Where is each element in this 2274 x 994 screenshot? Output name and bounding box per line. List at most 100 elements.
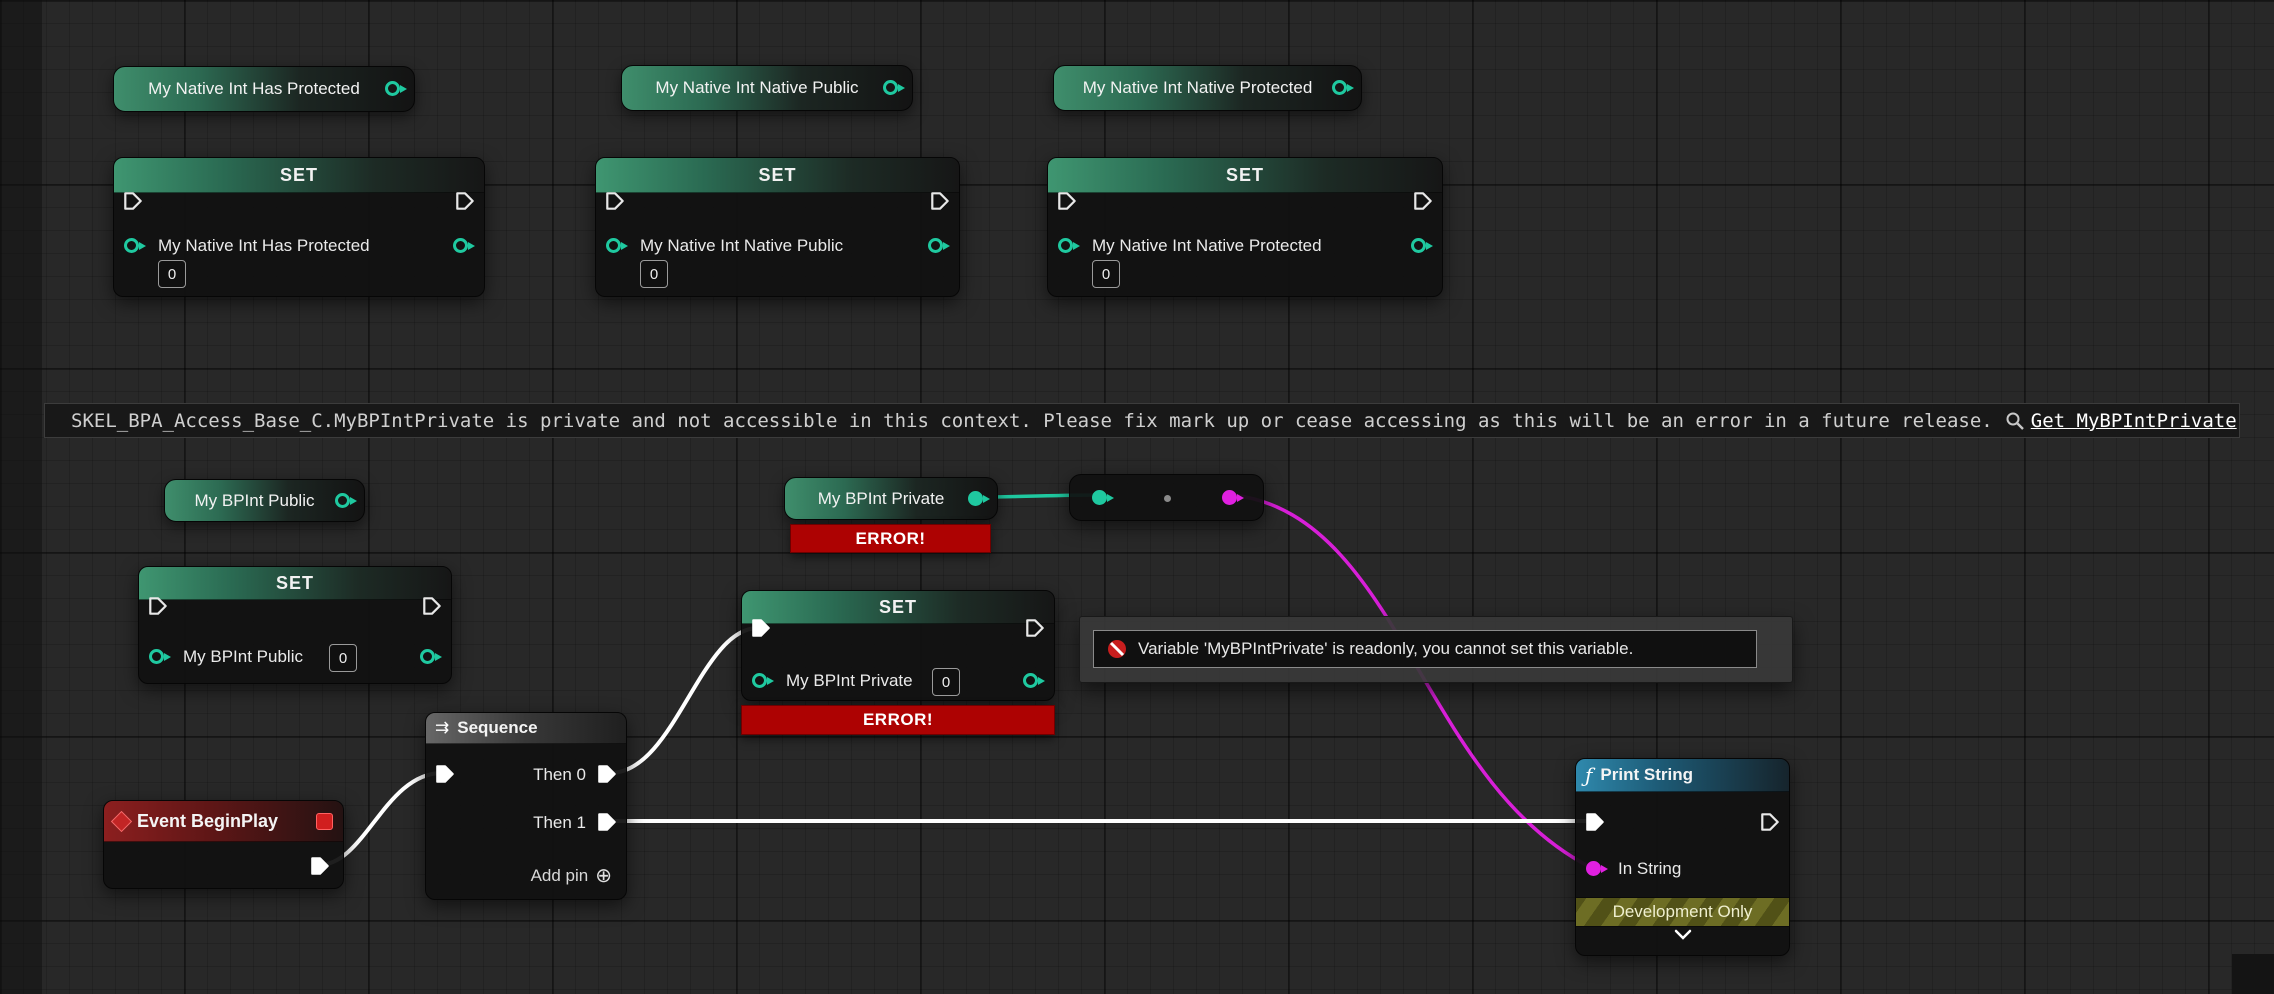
warning-action-label: Get MyBPIntPrivate [2030, 409, 2237, 432]
node-header: Event BeginPlay [104, 801, 343, 842]
no-entry-icon [1108, 640, 1126, 658]
error-text: ERROR! [862, 710, 934, 729]
node-header: ƒ Print String [1576, 759, 1789, 792]
warning-action-link[interactable]: Get MyBPIntPrivate [2005, 410, 2237, 432]
exec-input-pin[interactable] [147, 595, 169, 617]
int-value-field[interactable]: 0 [329, 644, 357, 672]
variable-name: My BPInt Public [194, 490, 315, 510]
exec-output-pin-then1[interactable] [596, 811, 618, 833]
int-input-pin[interactable] [1092, 490, 1114, 505]
pin-label: My Native Int Has Protected [158, 236, 370, 255]
pin-label: My Native Int Native Protected [1092, 236, 1322, 255]
add-pin-label: Add pin [530, 865, 589, 885]
int-output-pin[interactable] [385, 81, 407, 96]
node-title: SET [1225, 164, 1264, 185]
add-pin-icon: ⊕ [595, 865, 612, 887]
int-output-pin[interactable] [453, 238, 475, 253]
exec-input-pin[interactable] [434, 763, 456, 785]
int-value-field[interactable]: 0 [932, 668, 960, 696]
pin-label-then1: Then 1 [533, 813, 586, 832]
node-get-my-bpint-private[interactable]: My BPInt Private [784, 477, 998, 520]
exec-output-pin[interactable] [929, 190, 951, 212]
node-event-beginplay[interactable]: Event BeginPlay [103, 800, 344, 889]
error-banner: ERROR! [741, 705, 1055, 735]
pin-label: My Native Int Native Public [640, 236, 844, 255]
readonly-tooltip-message-box: Variable 'MyBPIntPrivate' is readonly, y… [1093, 630, 1757, 668]
variable-name: My BPInt Private [817, 488, 945, 508]
node-set-my-native-int-native-protected[interactable]: SET My Native Int Native Protected 0 [1047, 157, 1443, 297]
function-icon: ƒ [1585, 763, 1593, 787]
node-print-string[interactable]: ƒ Print String In String Development Onl… [1575, 758, 1790, 956]
int-input-pin[interactable] [752, 673, 774, 688]
int-output-pin[interactable] [928, 238, 950, 253]
node-header: SET [742, 591, 1054, 624]
add-pin-button[interactable]: Add pin ⊕ [531, 863, 612, 888]
exec-output-pin-then0[interactable] [596, 763, 618, 785]
int-output-pin[interactable] [968, 491, 990, 506]
error-text: ERROR! [855, 528, 926, 548]
node-set-my-bpint-private[interactable]: SET My BPInt Private 0 [741, 590, 1055, 701]
node-header: SET [114, 158, 484, 193]
int-input-pin[interactable] [606, 238, 628, 253]
variable-name: My Native Int Native Protected [1082, 78, 1313, 97]
node-set-my-bpint-public[interactable]: SET My BPInt Public 0 [138, 566, 452, 684]
node-title: Print String [1600, 765, 1693, 784]
readonly-tooltip: Variable 'MyBPIntPrivate' is readonly, y… [1079, 616, 1793, 683]
int-output-pin[interactable] [1023, 673, 1045, 688]
node-get-my-native-int-native-public[interactable]: My Native Int Native Public [621, 65, 913, 111]
error-banner: ERROR! [790, 524, 991, 553]
node-header: SET [596, 158, 959, 193]
node-title: Sequence [457, 718, 538, 737]
string-input-pin[interactable] [1586, 861, 1608, 876]
pin-label: My BPInt Private [786, 671, 913, 690]
exec-output-pin[interactable] [1024, 617, 1046, 639]
wire-exec-then0-to-set[interactable] [609, 626, 759, 775]
exec-input-pin[interactable] [604, 190, 626, 212]
int-value-field[interactable]: 0 [640, 260, 668, 288]
exec-output-pin[interactable] [309, 855, 331, 877]
int-output-pin[interactable] [1332, 80, 1354, 95]
int-value-field[interactable]: 0 [1092, 260, 1120, 288]
variable-name: My Native Int Native Public [655, 78, 859, 97]
node-title: SET [758, 164, 797, 185]
node-header: ⇉ Sequence [426, 713, 626, 744]
int-input-pin[interactable] [149, 649, 171, 664]
corner-panel-overlay [2232, 954, 2274, 994]
int-input-pin[interactable] [124, 238, 146, 253]
int-output-pin[interactable] [335, 493, 357, 508]
int-output-pin[interactable] [1411, 238, 1433, 253]
node-get-my-bpint-public[interactable]: My BPInt Public [164, 479, 365, 522]
exec-input-pin[interactable] [1056, 190, 1078, 212]
pin-label: My BPInt Public [183, 647, 303, 666]
node-title: SET [275, 572, 314, 593]
int-output-pin[interactable] [883, 80, 905, 95]
node-get-my-native-int-has-protected[interactable]: My Native Int Has Protected [113, 66, 415, 112]
node-set-my-native-int-has-protected[interactable]: SET My Native Int Has Protected 0 [113, 157, 485, 297]
variable-name: My Native Int Has Protected [148, 79, 360, 98]
exec-input-pin[interactable] [750, 617, 772, 639]
node-title: SET [878, 596, 917, 617]
exec-output-pin[interactable] [1412, 190, 1434, 212]
compiler-warning-bar: SKEL_BPA_Access_Base_C.MyBPIntPrivate is… [44, 403, 2240, 438]
development-only-banner: Development Only [1576, 897, 1789, 927]
int-input-pin[interactable] [1058, 238, 1080, 253]
sequence-icon: ⇉ [435, 718, 450, 737]
string-output-pin[interactable] [1222, 490, 1244, 505]
expand-node-chevron-icon[interactable] [1674, 929, 1692, 940]
warning-message: SKEL_BPA_Access_Base_C.MyBPIntPrivate is… [71, 409, 1993, 432]
node-int-to-string-conversion[interactable] [1069, 474, 1264, 521]
int-output-pin[interactable] [420, 649, 442, 664]
exec-input-pin[interactable] [1584, 811, 1606, 833]
int-value-field[interactable]: 0 [158, 260, 186, 288]
node-header: SET [139, 567, 451, 600]
exec-output-pin[interactable] [421, 595, 443, 617]
exec-output-pin[interactable] [454, 190, 476, 212]
node-set-my-native-int-native-public[interactable]: SET My Native Int Native Public 0 [595, 157, 960, 297]
node-get-my-native-int-native-protected[interactable]: My Native Int Native Protected [1053, 65, 1362, 111]
red-square-icon [316, 812, 333, 830]
node-sequence[interactable]: ⇉ Sequence Then 0 Then 1 Add pin ⊕ [425, 712, 627, 900]
exec-input-pin[interactable] [122, 190, 144, 212]
node-header: SET [1048, 158, 1442, 193]
exec-output-pin[interactable] [1759, 811, 1781, 833]
